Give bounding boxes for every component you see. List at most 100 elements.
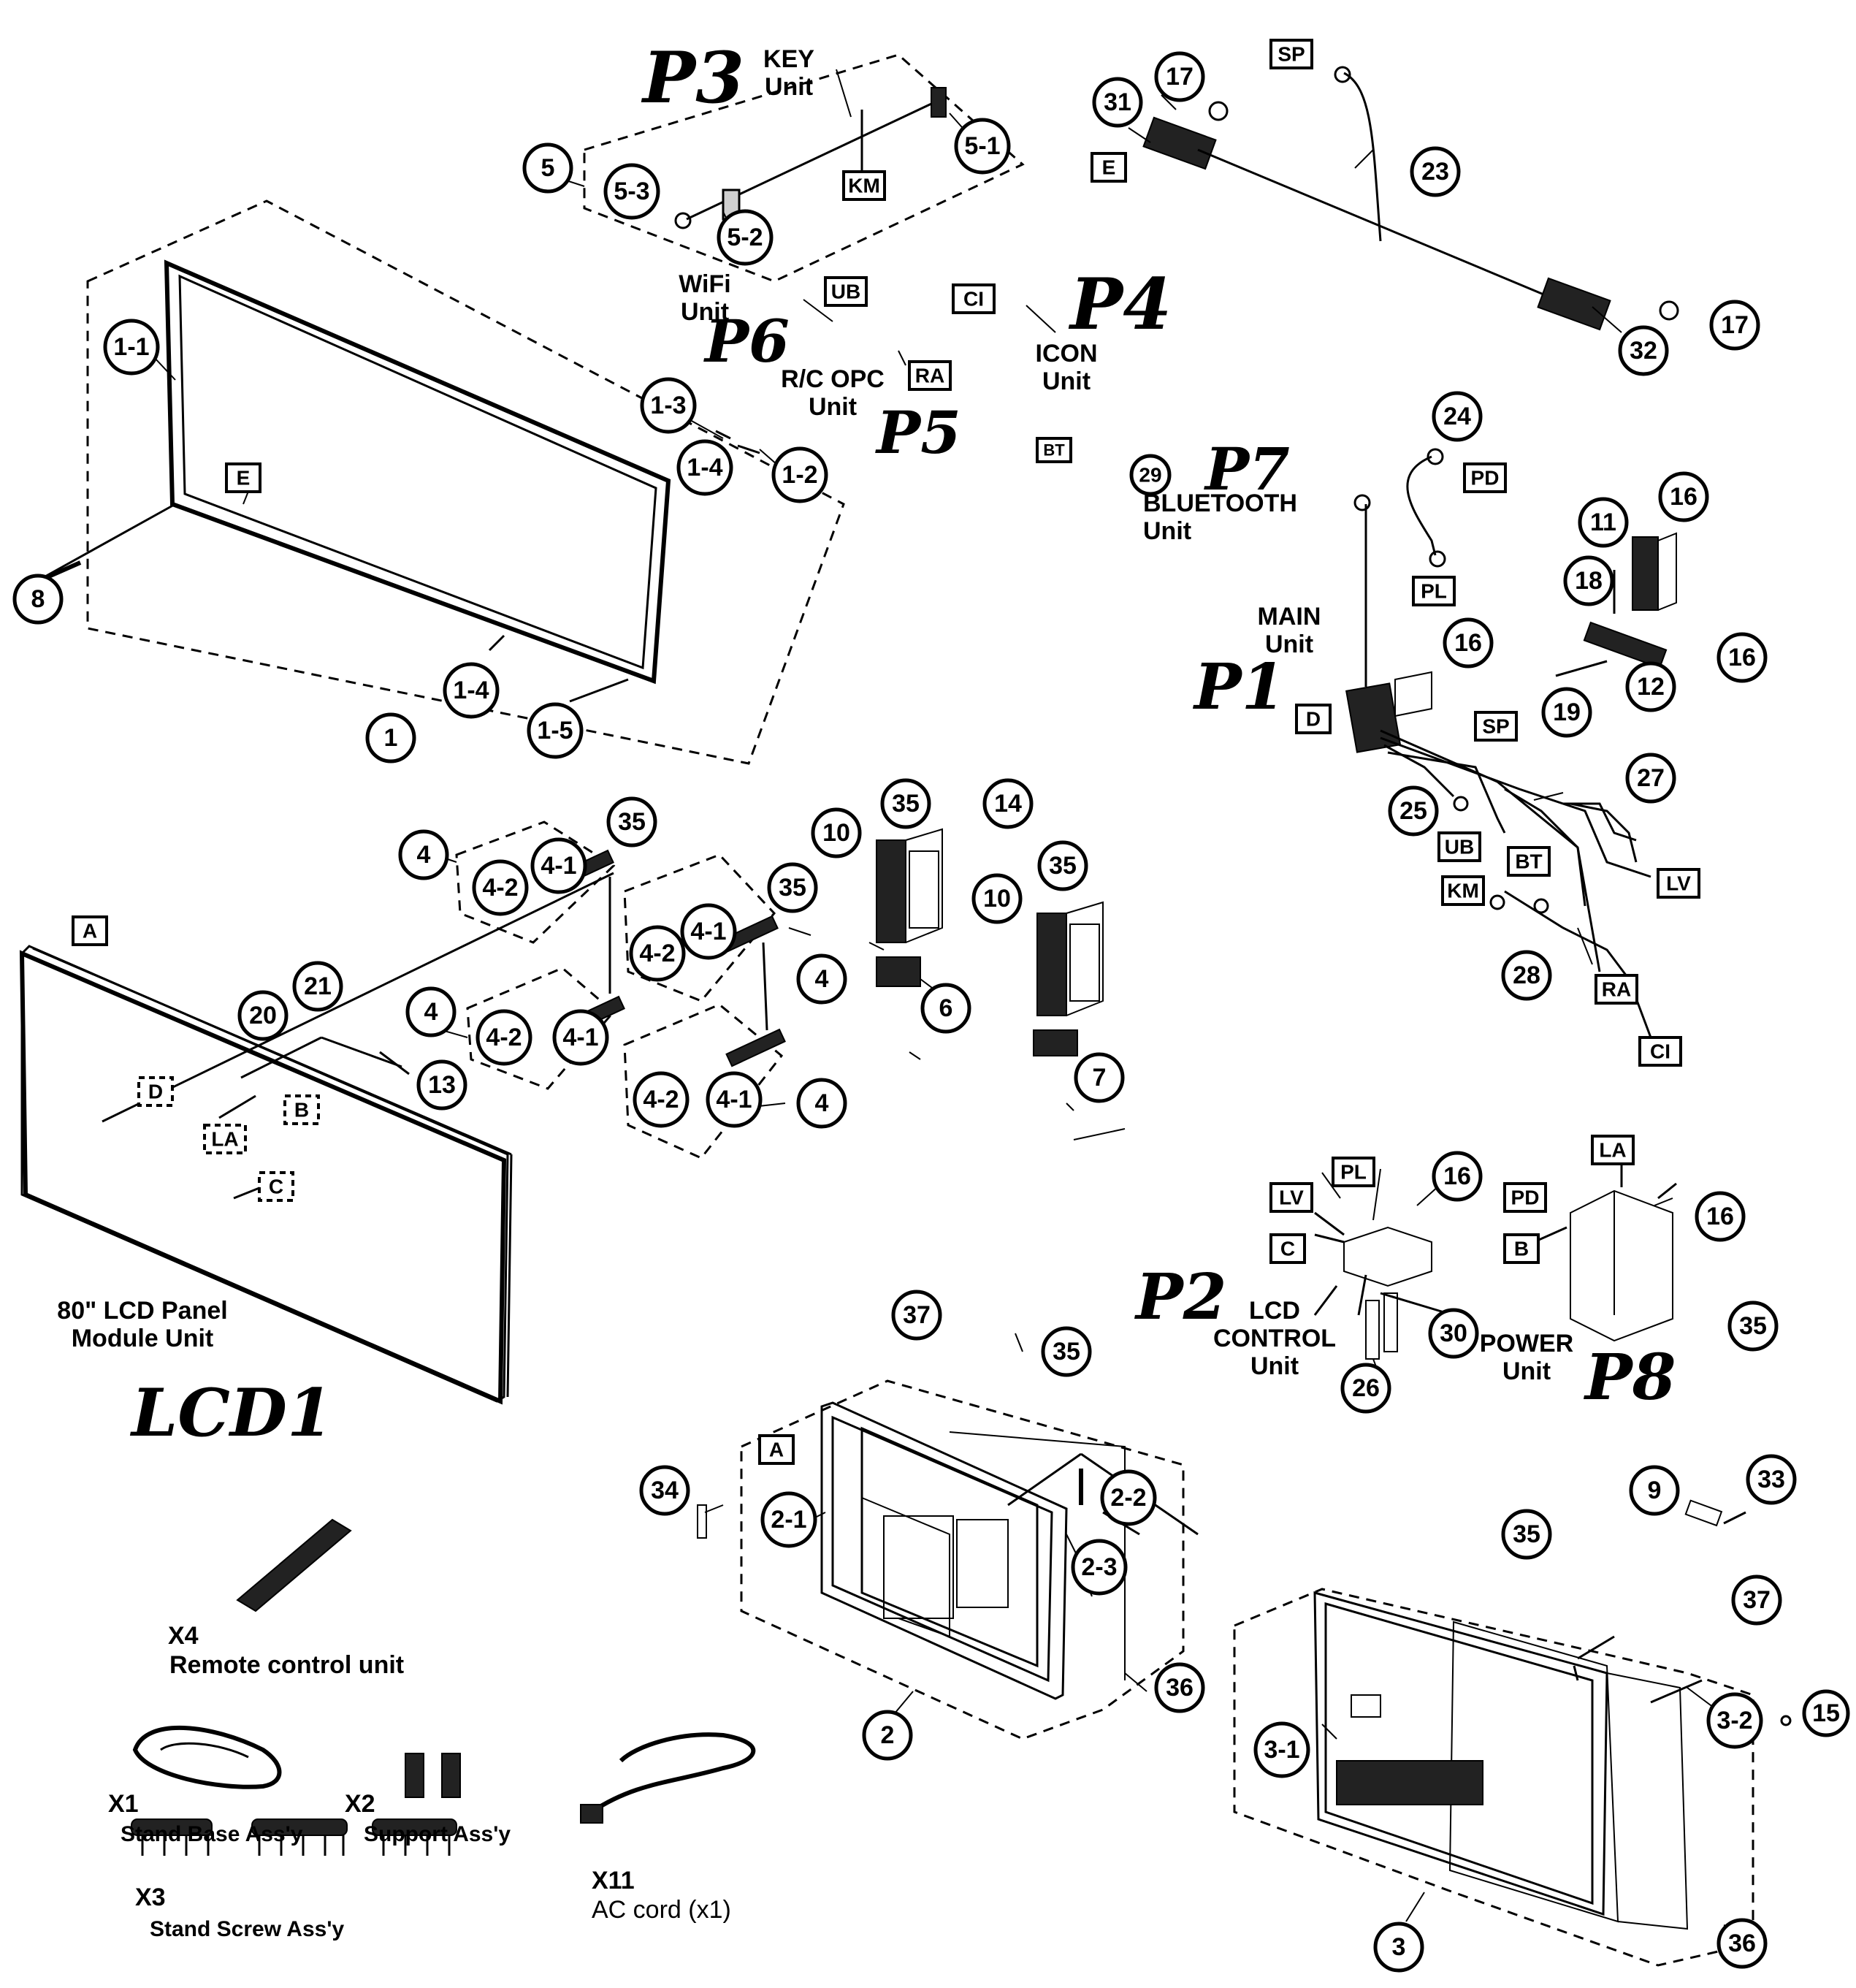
svg-text:1-2: 1-2	[782, 461, 817, 489]
svg-text:27: 27	[1637, 764, 1665, 792]
svg-text:SP: SP	[1278, 43, 1305, 66]
svg-text:Module Unit: Module Unit	[72, 1325, 214, 1352]
tag-KM-main: KM	[1441, 875, 1485, 906]
svg-text:4-1: 4-1	[716, 1086, 752, 1113]
svg-text:1-5: 1-5	[537, 717, 573, 744]
svg-text:16: 16	[1443, 1162, 1471, 1190]
callout-1-1: 1-1	[103, 319, 160, 376]
tag-LV-main: LV	[1657, 868, 1700, 899]
svg-text:Unit: Unit	[809, 393, 857, 421]
bracket-parts-11-12	[1555, 532, 1677, 677]
svg-text:E: E	[1102, 156, 1116, 179]
svg-text:PD: PD	[1471, 467, 1500, 490]
svg-text:4-1: 4-1	[541, 852, 576, 880]
main-unit-harness	[1345, 448, 1652, 1038]
stand-base-label: Stand Base Ass'y	[121, 1822, 303, 1846]
callout-20: 20	[237, 990, 289, 1041]
svg-text:1-1: 1-1	[113, 333, 149, 361]
tag-A-rear: A	[758, 1434, 795, 1465]
svg-text:UB: UB	[831, 281, 860, 303]
svg-text:35: 35	[892, 790, 920, 818]
svg-text:17: 17	[1721, 311, 1749, 339]
svg-text:Unit: Unit	[1265, 631, 1313, 658]
svg-text:CI: CI	[963, 288, 984, 311]
svg-text:R/C OPC: R/C OPC	[781, 365, 885, 393]
handwritten-P7: P7	[1204, 435, 1290, 503]
svg-text:D: D	[1306, 708, 1321, 731]
tag-UB-wifi: UB	[824, 276, 868, 307]
callout-31: 31	[1092, 77, 1143, 128]
svg-text:21: 21	[304, 972, 332, 1000]
callout-5: 5	[522, 142, 573, 194]
callout-21: 21	[292, 961, 343, 1012]
svg-text:16: 16	[1706, 1203, 1734, 1230]
callout-4d: 4	[796, 1078, 847, 1129]
power-unit	[1533, 1162, 1677, 1342]
misc-parts-9-33-15	[1684, 1499, 1792, 1726]
svg-text:36: 36	[1166, 1674, 1194, 1702]
callout-18: 18	[1563, 555, 1614, 606]
callout-15: 15	[1802, 1689, 1850, 1737]
svg-text:3-1: 3-1	[1264, 1736, 1299, 1764]
callout-4-1c: 4-1	[680, 903, 737, 960]
svg-text:BT: BT	[1043, 441, 1065, 460]
svg-text:1: 1	[384, 724, 398, 752]
svg-text:35: 35	[618, 808, 646, 836]
svg-text:CONTROL: CONTROL	[1213, 1325, 1336, 1352]
handwritten-P3: P3	[641, 37, 744, 119]
svg-text:2-1: 2-1	[771, 1506, 806, 1534]
callout-10b: 10	[971, 873, 1023, 924]
tag-PD-power: PD	[1503, 1182, 1547, 1213]
svg-text:4-1: 4-1	[690, 918, 726, 945]
svg-text:SP: SP	[1482, 715, 1509, 738]
accessory-x1-label: X1	[108, 1790, 139, 1818]
callout-14: 14	[982, 778, 1034, 829]
svg-text:20: 20	[249, 1002, 277, 1029]
svg-text:16: 16	[1454, 629, 1482, 657]
svg-text:17: 17	[1166, 63, 1194, 91]
svg-text:35: 35	[1513, 1520, 1540, 1548]
handwritten-P2: P2	[1134, 1260, 1227, 1334]
callout-1-4b: 1-4	[443, 662, 500, 719]
svg-text:8: 8	[31, 585, 45, 613]
callout-1: 1	[365, 712, 416, 763]
key-unit-label: KEY Unit	[763, 45, 814, 101]
callout-4b: 4	[405, 986, 457, 1037]
svg-text:C: C	[269, 1176, 283, 1198]
callout-28: 28	[1501, 950, 1552, 1001]
stand-screws-picture	[131, 1818, 457, 1856]
svg-text:35: 35	[1049, 852, 1077, 880]
tag-B-panel: B	[283, 1094, 320, 1125]
tag-SP-main: SP	[1474, 711, 1518, 742]
tag-UB-main: UB	[1437, 831, 1481, 862]
svg-text:LA: LA	[211, 1128, 238, 1151]
accessory-x3-label: X3	[135, 1884, 166, 1911]
callout-7: 7	[1074, 1052, 1125, 1103]
tag-D-main: D	[1295, 704, 1332, 734]
handwritten-P1: P1	[1192, 650, 1286, 724]
callout-23: 23	[1410, 146, 1461, 197]
callout-32: 32	[1618, 325, 1669, 376]
rear-cover-assembly	[697, 1379, 1199, 1740]
stand-screw-label: Stand Screw Ass'y	[150, 1917, 344, 1941]
main-unit-label: MAIN Unit	[1258, 603, 1321, 658]
svg-text:15: 15	[1812, 1699, 1840, 1727]
callout-27: 27	[1625, 753, 1676, 804]
svg-text:D: D	[148, 1081, 163, 1103]
tag-C-panel: C	[258, 1171, 294, 1202]
handwritten-P8: P8	[1583, 1341, 1676, 1414]
callout-35e: 35	[1041, 1326, 1092, 1377]
svg-text:28: 28	[1513, 961, 1540, 989]
svg-text:B: B	[1514, 1238, 1529, 1260]
handwritten-LCD1: LCD1	[129, 1374, 333, 1452]
svg-text:80" LCD Panel: 80" LCD Panel	[57, 1297, 227, 1325]
handwritten-P5: P5	[875, 398, 961, 467]
svg-text:MAIN: MAIN	[1258, 603, 1321, 631]
speaker-harness	[1142, 66, 1679, 331]
callout-3-1: 3-1	[1253, 1721, 1310, 1778]
bracket-item-10-6	[876, 828, 943, 987]
svg-text:LV: LV	[1666, 872, 1691, 895]
svg-text:19: 19	[1553, 698, 1581, 726]
svg-text:3-2: 3-2	[1716, 1707, 1752, 1734]
svg-text:32: 32	[1630, 337, 1657, 365]
